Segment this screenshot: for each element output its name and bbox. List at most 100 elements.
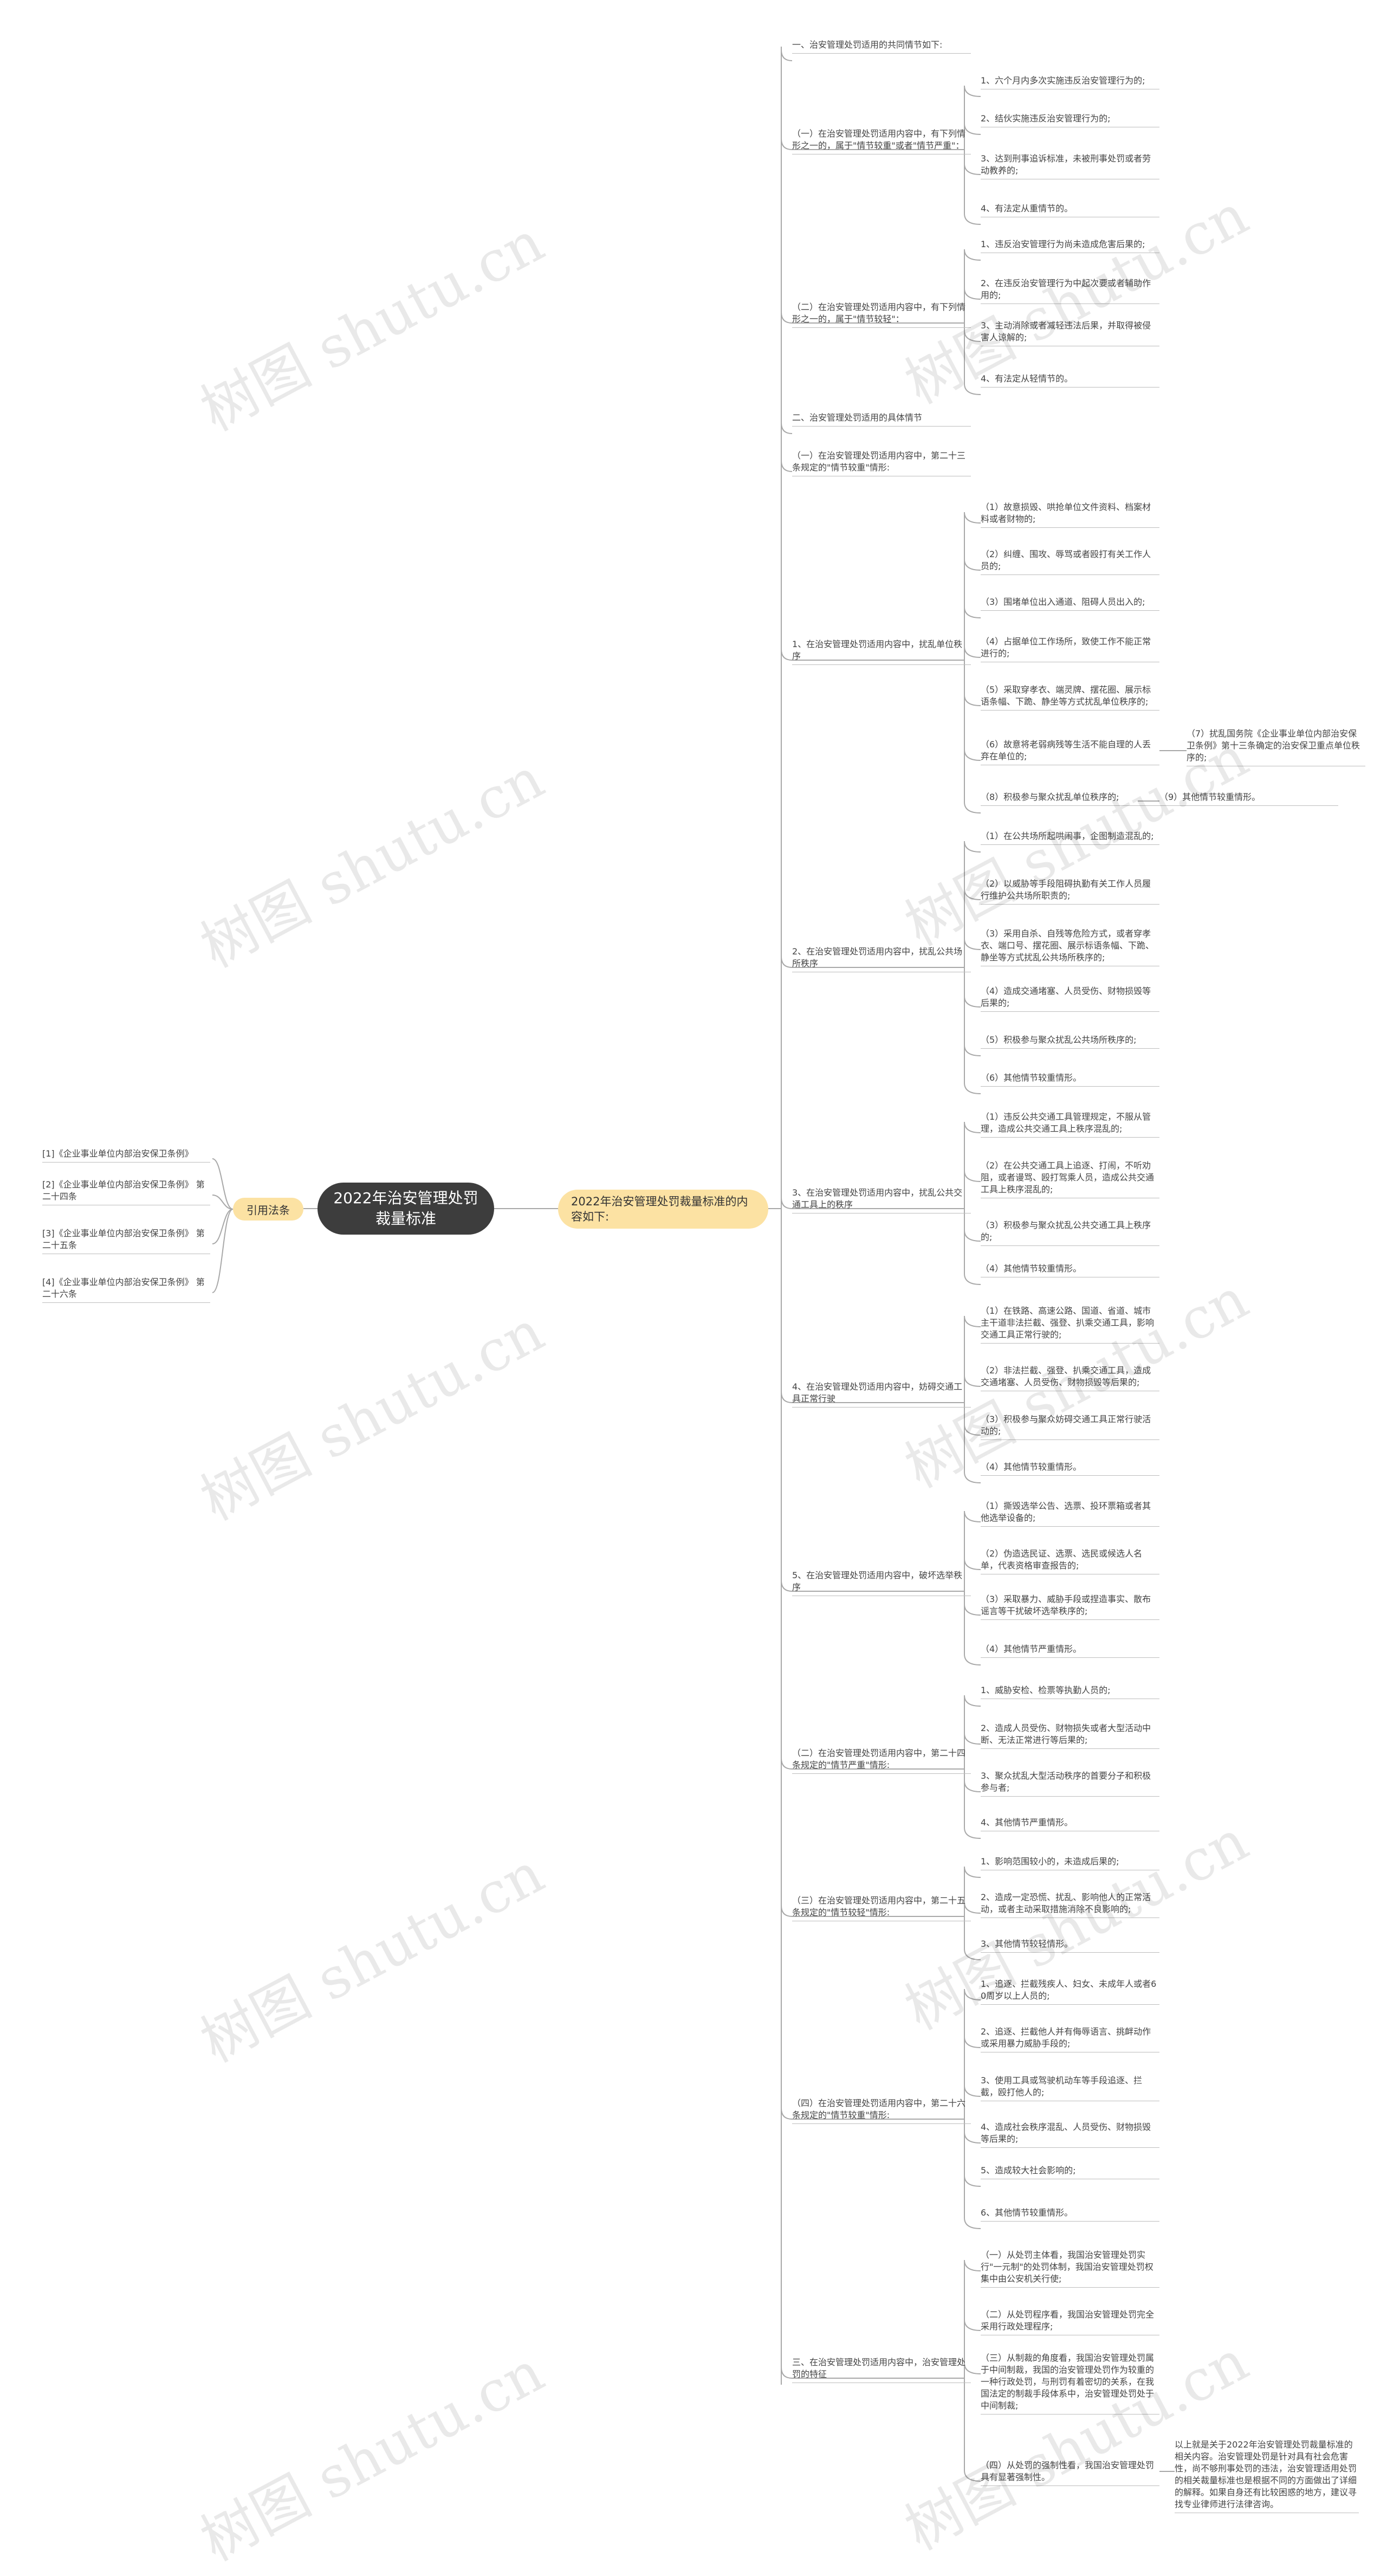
- topic-level-2[interactable]: 3、主动消除或者减轻违法后果，并取得被侵害人谅解的;: [981, 320, 1159, 346]
- topic-level-2[interactable]: （二）从处罚程序看，我国治安管理处罚完全采用行政处理程序;: [981, 2309, 1159, 2335]
- topic-level-2[interactable]: （5）积极参与聚众扰乱公共场所秩序的;: [981, 1034, 1159, 1049]
- topic-level-2[interactable]: 3、达到刑事追诉标准，未被刑事处罚或者劳动教养的;: [981, 153, 1159, 179]
- connector: [964, 2175, 981, 2187]
- connector: [212, 1209, 234, 1293]
- topic-level-1[interactable]: （四）在治安管理处罚适用内容中，第二十六条规定的"情节较重"情形:: [792, 2097, 971, 2124]
- topic-level-2[interactable]: 2、造成一定恐慌、扰乱、影响他人的正常活动，或者主动采取措施消除不良影响的;: [981, 1891, 1159, 1918]
- topic-level-2[interactable]: （4）其他情节较重情形。: [981, 1461, 1159, 1476]
- connector: [964, 2132, 981, 2144]
- topic-level-2[interactable]: （3）采取暴力、威胁手段或捏造事实、散布谣言等干扰破坏选举秩序的;: [981, 1593, 1159, 1620]
- connector: [964, 559, 981, 571]
- topic-level-2[interactable]: 1、影响范围较小的，未造成后果的;: [981, 1856, 1159, 1870]
- topic-level-2[interactable]: （6）其他情节较重情形。: [981, 1072, 1159, 1087]
- branch-citations[interactable]: 引用法条: [233, 1198, 303, 1221]
- topic-level-2[interactable]: 1、追逐、拦截残疾人、妇女、未成年人或者60周岁以上人员的;: [981, 1978, 1159, 2005]
- topic-level-2[interactable]: （3）积极参与聚众妨碍交通工具正常行驶活动的;: [981, 1413, 1159, 1440]
- connector: [964, 1230, 981, 1242]
- topic-level-1[interactable]: （三）在治安管理处罚适用内容中，第二十五条规定的"情节较轻"情形:: [792, 1895, 971, 1921]
- topic-level-2[interactable]: 2、造成人员受伤、财物损失或者大型活动中断、无法正常进行等后果的;: [981, 1722, 1159, 1749]
- connector: [781, 2108, 793, 2120]
- connector: [964, 512, 981, 524]
- topic-level-2[interactable]: （8）积极参与聚众扰乱单位秩序的;: [981, 791, 1159, 806]
- connector: [964, 1604, 981, 1616]
- topic-level-1[interactable]: 5、在治安管理处罚适用内容中，破坏选举秩序: [792, 1570, 971, 1596]
- root-topic[interactable]: 2022年治安管理处罚裁量标准: [317, 1183, 494, 1235]
- topic-level-1[interactable]: 2、在治安管理处罚适用内容中，扰乱公共场所秩序: [792, 946, 971, 972]
- topic-level-2[interactable]: （1）在铁路、高速公路、国道、省道、城市主干道非法拦截、强登、扒乘交通工具，影响…: [981, 1305, 1159, 1344]
- topic-level-1[interactable]: （二）在治安管理处罚适用内容中，有下列情形之一的，属于"情节较轻"：: [792, 301, 971, 328]
- connector: [964, 938, 981, 950]
- topic-level-2[interactable]: （3）积极参与聚众扰乱公共交通工具上秩序的;: [981, 1219, 1159, 1246]
- connector: [964, 1471, 981, 1483]
- topic-level-2[interactable]: （5）采取穿孝衣、端灵牌、摆花圈、展示标语条幅、下跪、静坐等方式扰乱单位秩序的;: [981, 684, 1159, 711]
- topic-level-1[interactable]: 4、在治安管理处罚适用内容中，妨碍交通工具正常行驶: [792, 1381, 971, 1408]
- topic-level-2[interactable]: 2、追逐、拦截他人并有侮辱语言、挑衅动作或采用暴力威胁手段的;: [981, 2026, 1159, 2052]
- topic-level-2[interactable]: （四）从处罚的强制性看，我国治安管理处罚具有显著强制性。: [981, 2459, 1159, 2486]
- topic-level-2[interactable]: 1、违反治安管理行为尚未造成危害后果的;: [981, 238, 1159, 253]
- topic-level-2[interactable]: （一）从处罚主体看，我国治安管理处罚实行"一元制"的处罚体制，我国治安管理处罚权…: [981, 2249, 1159, 2288]
- citation-item[interactable]: [4]《企业事业单位内部治安保卫条例》 第二十六条: [42, 1276, 210, 1303]
- citation-item[interactable]: [1]《企业事业单位内部治安保卫条例》: [42, 1148, 210, 1163]
- connector: [212, 1158, 234, 1210]
- topic-level-1[interactable]: 三、在治安管理处罚适用内容中，治安管理处罚的特征: [792, 2357, 971, 2383]
- topic-level-2[interactable]: （4）其他情节严重情形。: [981, 1643, 1159, 1658]
- topic-level-2[interactable]: 3、使用工具或驾驶机动车等手段追逐、拦截，殴打他人的;: [981, 2075, 1159, 2101]
- topic-level-2[interactable]: 4、有法定从重情节的。: [981, 203, 1159, 217]
- connector: [964, 802, 981, 814]
- topic-level-2[interactable]: （4）占据单位工作场所，致使工作不能正常进行的;: [981, 636, 1159, 662]
- topic-level-2[interactable]: （2）以威胁等手段阻碍执勤有关工作人员履行维护公共场所职责的;: [981, 878, 1159, 905]
- branch-content[interactable]: 2022年治安管理处罚裁量标准的内容如下:: [558, 1190, 768, 1229]
- topic-level-2[interactable]: 1、威胁安检、检票等执勤人员的;: [981, 1684, 1159, 1699]
- topic-level-3[interactable]: （9）其他情节较重情形。: [1159, 791, 1338, 806]
- topic-level-2[interactable]: （1）故意损毁、哄抢单位文件资料、档案材料或者财物的;: [981, 501, 1159, 528]
- conclusion-note[interactable]: 以上就是关于2022年治安管理处罚裁量标准的相关内容。治安管理处罚是针对具有社会…: [1175, 2439, 1359, 2513]
- topic-level-2[interactable]: （1）撕毁选举公告、选票、投环票箱或者其他选举设备的;: [981, 1500, 1159, 1527]
- topic-level-1[interactable]: 3、在治安管理处罚适用内容中，扰乱公共交通工具上的秩序: [792, 1187, 971, 1213]
- topic-level-2[interactable]: 3、其他情节较轻情形。: [981, 1938, 1159, 1953]
- topic-level-2[interactable]: （4）造成交通堵塞、人员受伤、财物损毁等后果的;: [981, 985, 1159, 1012]
- topic-level-2[interactable]: 3、聚众扰乱大型活动秩序的首要分子和积极参与者;: [981, 1770, 1159, 1797]
- topic-level-1[interactable]: 二、治安管理处罚适用的具体情节: [792, 412, 971, 427]
- connector: [964, 646, 981, 658]
- topic-level-2[interactable]: 2、结伙实施违反治安管理行为的;: [981, 113, 1159, 127]
- connector: [964, 1695, 981, 1707]
- topic-level-2[interactable]: （2）纠缠、围攻、辱骂或者殴打有关工作人员的;: [981, 548, 1159, 575]
- connector: [781, 422, 793, 434]
- topic-level-2[interactable]: 1、六个月内多次实施违反治安管理行为的;: [981, 75, 1159, 89]
- topic-level-2[interactable]: （2）在公共交通工具上追逐、打闹，不听劝阻，或者谩骂、殴打驾乘人员，造成公共交通…: [981, 1160, 1159, 1198]
- connector: [781, 1758, 793, 1770]
- connector: [781, 1391, 793, 1403]
- topic-level-1[interactable]: （一）在治安管理处罚适用内容中，第二十三条规定的"情节较重"情形:: [792, 450, 971, 476]
- topic-level-2[interactable]: （4）其他情节较重情形。: [981, 1263, 1159, 1277]
- topic-level-2[interactable]: 6、其他情节较重情形。: [981, 2207, 1159, 2222]
- connector: [781, 956, 793, 968]
- topic-level-2[interactable]: 5、造成较大社会影响的;: [981, 2165, 1159, 2179]
- connector: [964, 996, 981, 1008]
- topic-level-2[interactable]: 4、造成社会秩序混乱、人员受伤、财物损毁等后果的;: [981, 2121, 1159, 2148]
- connector: [964, 1170, 981, 1182]
- topic-level-2[interactable]: （6）故意将老弱病残等生活不能自理的人丢弃在单位的;: [981, 739, 1159, 765]
- connector: [964, 888, 981, 900]
- connector: [964, 1733, 981, 1745]
- topic-level-2[interactable]: （1）在公共场所起哄闹事，企图制造混乱的;: [981, 830, 1159, 845]
- topic-level-2[interactable]: （三）从制裁的角度看，我国治安管理处罚属于中间制裁，我国的治安管理处罚作为较重的…: [981, 2352, 1159, 2414]
- topic-level-2[interactable]: 4、其他情节严重情形。: [981, 1817, 1159, 1831]
- topic-level-3[interactable]: （7）扰乱国务院《企业事业单位内部治安保卫条例》第十三条确定的治安保卫重点单位秩…: [1187, 728, 1365, 766]
- topic-level-2[interactable]: （1）违反公共交通工具管理规定，不服从管理，造成公共交通工具上秩序混乱的;: [981, 1111, 1159, 1138]
- citation-item[interactable]: [3]《企业事业单位内部治安保卫条例》 第二十五条: [42, 1228, 210, 1254]
- topic-level-2[interactable]: 4、有法定从轻情节的。: [981, 373, 1159, 388]
- topic-level-1[interactable]: 1、在治安管理处罚适用内容中，扰乱单位秩序: [792, 638, 971, 665]
- topic-level-1[interactable]: （二）在治安管理处罚适用内容中，第二十四条规定的"情节严重"情形:: [792, 1747, 971, 1774]
- topic-level-2[interactable]: （3）采用自杀、自残等危险方式，或者穿孝衣、端口号、摆花圈、展示标语条幅、下跪、…: [981, 928, 1159, 966]
- topic-level-1[interactable]: （一）在治安管理处罚适用内容中，有下列情形之一的，属于"情节较重"或者"情节严重…: [792, 128, 971, 154]
- topic-level-2[interactable]: 2、在违反治安管理行为中起次要或者辅助作用的;: [981, 277, 1159, 304]
- topic-level-1[interactable]: 一、治安管理处罚适用的共同情节如下:: [792, 39, 971, 54]
- topic-level-2[interactable]: （2）非法拦截、强登、扒乘交通工具，造成交通堵塞、人员受伤、财物损毁等后果的;: [981, 1365, 1159, 1391]
- topic-level-2[interactable]: （2）伪造选民证、选票、选民或候选人名单，代表资格审查报告的;: [981, 1548, 1159, 1574]
- connector: [964, 1424, 981, 1436]
- citation-item[interactable]: [2]《企业事业单位内部治安保卫条例》 第二十四条: [42, 1179, 210, 1205]
- topic-level-2[interactable]: （3）围堵单位出入通道、阻碍人员出入的;: [981, 596, 1159, 611]
- connector: [964, 2217, 981, 2229]
